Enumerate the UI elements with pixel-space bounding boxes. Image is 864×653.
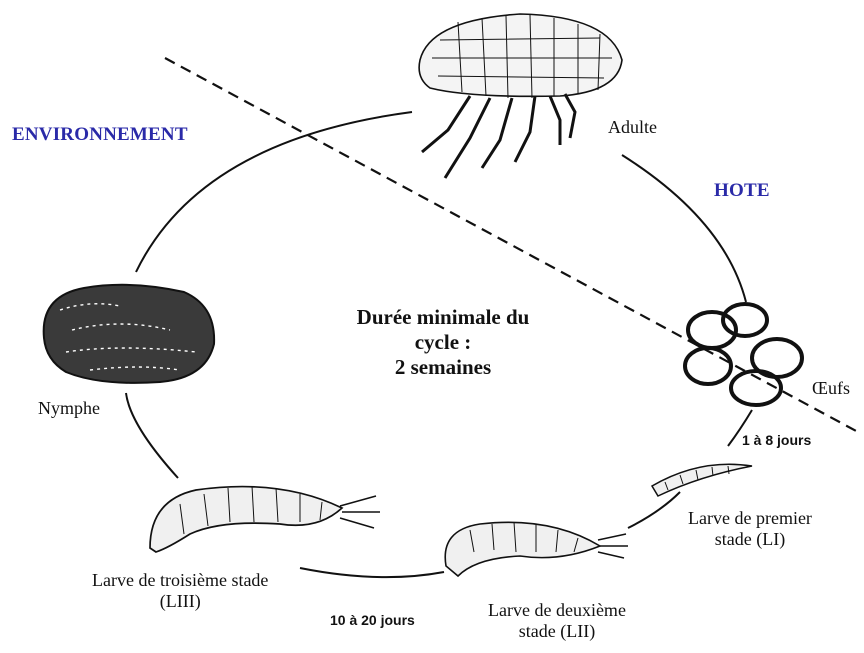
cycle-duration-caption: Durée minimale du cycle : 2 semaines <box>338 305 548 379</box>
larva3-label-line1: Larve de troisième stade <box>92 570 268 591</box>
duration-larval-period: 10 à 20 jours <box>330 612 415 628</box>
nymph-label: Nymphe <box>38 398 100 419</box>
host-zone-label: HOTE <box>714 180 770 202</box>
larva1-label: Larve de premier stade (LI) <box>688 508 812 549</box>
environment-zone-label: ENVIRONNEMENT <box>12 124 188 146</box>
cycle-arc-adult-to-eggs <box>622 155 746 302</box>
cycle-arc-larva2-to-larva3 <box>300 568 444 577</box>
larva3-icon <box>150 486 380 552</box>
nymph-cocoon-icon <box>44 285 214 383</box>
eggs-label: Œufs <box>812 378 850 399</box>
cycle-arc-larva3-to-nymph <box>126 393 178 478</box>
cycle-arc-larva1-to-larva2 <box>628 492 680 528</box>
larva2-label-line2: stade (LII) <box>488 621 626 642</box>
larva3-label-line2: (LIII) <box>92 591 268 612</box>
eggs-icon <box>685 304 802 405</box>
larva1-icon <box>652 464 752 496</box>
larva1-label-line2: stade (LI) <box>688 529 812 550</box>
cycle-duration-line3: 2 semaines <box>338 355 548 380</box>
larva2-icon <box>445 522 628 576</box>
larva2-label-line1: Larve de deuxième <box>488 600 626 621</box>
larva2-label: Larve de deuxième stade (LII) <box>488 600 626 641</box>
cycle-duration-line1: Durée minimale du <box>338 305 548 330</box>
cycle-duration-line2: cycle : <box>338 330 548 355</box>
larva3-label: Larve de troisième stade (LIII) <box>92 570 268 611</box>
duration-eggs-to-larva: 1 à 8 jours <box>742 432 811 448</box>
flea-adult-icon <box>419 14 622 178</box>
larva1-label-line1: Larve de premier <box>688 508 812 529</box>
adult-label: Adulte <box>608 117 657 138</box>
